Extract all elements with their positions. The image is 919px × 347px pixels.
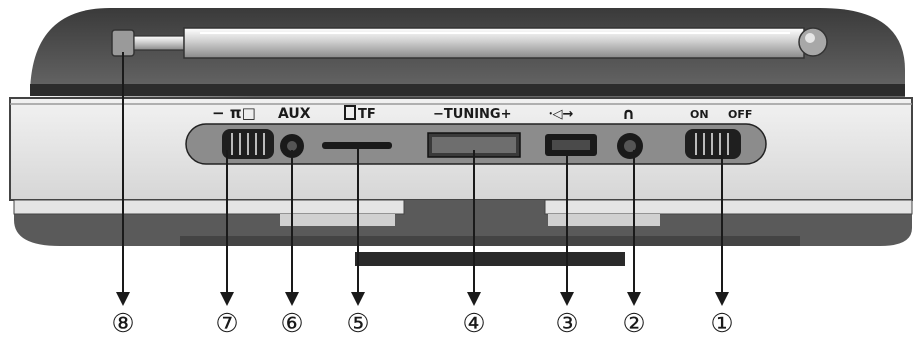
callout-4-tuning: ④: [462, 309, 485, 339]
radio-base-foot: [355, 252, 625, 266]
usb-icon: ⸱◁→: [549, 107, 573, 122]
antenna-mode-label: − π□: [212, 104, 256, 122]
tf-card-slot[interactable]: [322, 142, 392, 149]
callout-3-usb: ③: [555, 309, 578, 339]
callout-leaders: [116, 52, 729, 306]
svg-text:⑤: ⑤: [346, 309, 369, 339]
headphone-icon: ∩: [622, 104, 635, 123]
svg-text:②: ②: [622, 309, 645, 339]
svg-text:⑧: ⑧: [111, 309, 134, 339]
svg-text:④: ④: [462, 309, 485, 339]
svg-text:③: ③: [555, 309, 578, 339]
radio-top-band: [30, 84, 905, 96]
callout-8-antenna: ⑧: [111, 309, 134, 339]
svg-text:①: ①: [710, 309, 733, 339]
aux-label: AUX: [278, 106, 311, 122]
headphone-jack[interactable]: [617, 133, 643, 159]
svg-text:⑦: ⑦: [215, 309, 238, 339]
on-label: ON: [690, 108, 709, 121]
aux-jack[interactable]: [280, 134, 304, 158]
callout-2-headphone: ②: [622, 309, 645, 339]
callout-1-power: ①: [710, 309, 733, 339]
tf-card-icon: [344, 105, 356, 120]
usb-port[interactable]: [545, 134, 597, 156]
telescopic-antenna: [111, 27, 828, 59]
power-slide-switch[interactable]: [685, 129, 741, 159]
callout-7-mode-switch: ⑦: [215, 309, 238, 339]
tf-label-group: TF: [344, 105, 376, 122]
off-label: OFF: [728, 108, 752, 121]
mode-slide-switch[interactable]: [222, 129, 274, 159]
tuning-label: −TUNING+: [433, 107, 511, 122]
callout-5-tf-slot: ⑤: [346, 309, 369, 339]
tf-label: TF: [358, 107, 376, 122]
callout-6-aux-jack: ⑥: [280, 309, 303, 339]
svg-text:⑥: ⑥: [280, 309, 303, 339]
